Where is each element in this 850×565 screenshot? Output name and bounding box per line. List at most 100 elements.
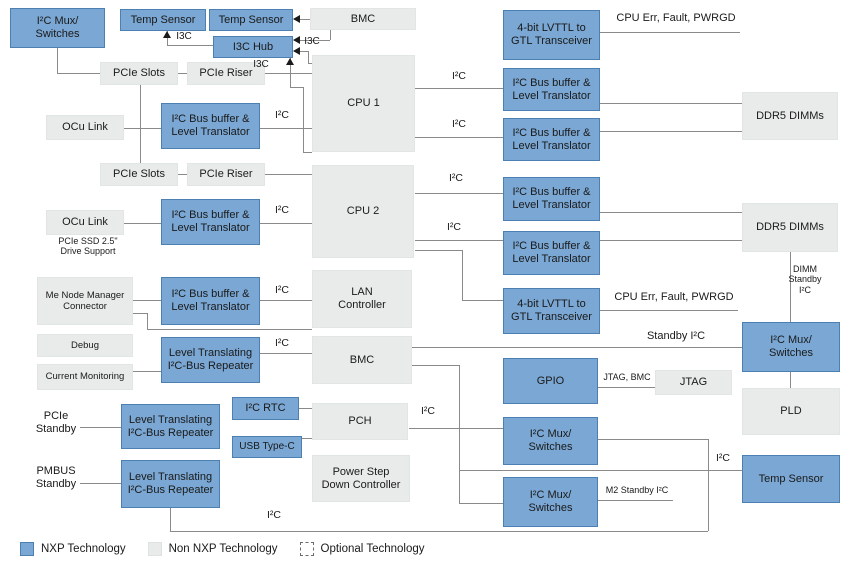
legend-item-optional: Optional Technology: [299, 542, 425, 556]
i2c-bus-buffer-right-1: I²C Bus buffer & Level Translator: [503, 68, 600, 111]
dimm-standby-i2c-label: DIMM Standby I²C: [788, 264, 822, 295]
wire-segment: [330, 30, 331, 40]
i2c-label-right-3: I²C: [449, 172, 463, 184]
wire-segment: [124, 223, 161, 224]
i2c-label-cpu1-left: I²C: [275, 109, 289, 121]
wire-segment: [265, 174, 312, 175]
level-translating-repeater-1: Level Translating I²C-Bus Repeater: [161, 337, 260, 383]
cpu-err-label-2: CPU Err, Fault, PWRGD: [614, 291, 734, 303]
i2c-label-bmc: I²C: [275, 337, 289, 349]
wire-segment: [167, 31, 168, 45]
legend-label-optional: Optional Technology: [320, 543, 425, 555]
wire-segment: [178, 73, 187, 74]
legend-item-nxp: NXP Technology: [20, 542, 126, 556]
gtl-transceiver-2: 4-bit LVTTL to GTL Transceiver: [503, 288, 600, 334]
pcie-slots-2: PCIe Slots: [100, 163, 178, 186]
cpu-2: CPU 2: [312, 165, 414, 258]
wire-segment: [303, 152, 312, 153]
debug: Debug: [37, 334, 133, 357]
wire-segment: [600, 240, 742, 241]
wire-segment: [462, 250, 463, 300]
temp-sensor-1: Temp Sensor: [120, 9, 206, 31]
i2c-mux-switches-right: I²C Mux/ Switches: [742, 322, 840, 372]
wire-segment: [290, 58, 291, 73]
i2c-mux-switches-center-2: I²C Mux/ Switches: [503, 477, 598, 527]
wire-segment: [415, 193, 503, 194]
wire-segment: [294, 51, 308, 52]
temp-sensor-3: Temp Sensor: [742, 455, 840, 503]
i2c-bus-buffer-right-2: I²C Bus buffer & Level Translator: [503, 118, 600, 161]
bmc-top: BMC: [310, 8, 416, 30]
legend-item-non-nxp: Non NXP Technology: [147, 542, 278, 556]
legend-label-non-nxp: Non NXP Technology: [168, 543, 278, 555]
wire-segment: [294, 19, 310, 20]
wire-segment: [598, 439, 708, 440]
wire-segment: [260, 223, 312, 224]
wire-segment: [140, 85, 141, 163]
wire-segment: [708, 439, 709, 531]
i2c-label-temp3: I²C: [716, 452, 730, 464]
wire-segment: [600, 32, 740, 33]
i2c-label-pch: I²C: [421, 405, 435, 417]
wire-segment: [302, 438, 312, 439]
i3c-label-riser: I3C: [253, 59, 269, 70]
wire-segment: [790, 372, 791, 388]
wire-segment: [415, 240, 503, 241]
gpio: GPIO: [503, 358, 598, 404]
i3c-hub: I3C Hub: [213, 36, 293, 58]
wire-segment: [790, 252, 791, 322]
m2-standby-i2c-label: M2 Standby I²C: [605, 485, 669, 495]
i2c-bus-buffer-left-1: I²C Bus buffer & Level Translator: [161, 103, 260, 149]
wire-segment: [290, 87, 303, 88]
jtag-bmc-label: JTAG, BMC: [603, 372, 651, 382]
wire-segment: [598, 500, 673, 501]
i2c-bus-buffer-right-3: I²C Bus buffer & Level Translator: [503, 177, 600, 221]
ddr5-dimms-1: DDR5 DIMMs: [742, 92, 838, 140]
wire-segment: [178, 174, 187, 175]
wire-segment: [80, 427, 121, 428]
wire-segment: [167, 45, 213, 46]
wire-segment: [415, 88, 503, 89]
i2c-bus-buffer-left-2: I²C Bus buffer & Level Translator: [161, 199, 260, 245]
i2c-label-cpu2-left: I²C: [275, 204, 289, 216]
i3c-label-temp: I3C: [176, 31, 192, 42]
i2c-mux-switches-top-left: I²C Mux/ Switches: [10, 8, 105, 48]
wire-segment: [57, 73, 100, 74]
ocu-link-2: OCu Link: [46, 210, 124, 235]
wire-segment: [308, 51, 309, 63]
pmbus-standby-label: PMBUS Standby: [35, 465, 77, 490]
ddr5-dimms-2: DDR5 DIMMs: [742, 203, 838, 252]
wire-segment: [299, 408, 312, 409]
wire-segment: [412, 365, 459, 366]
wire-segment: [170, 508, 171, 531]
wire-segment: [459, 503, 503, 504]
wire-segment: [459, 365, 460, 503]
ocu-link-1: OCu Link: [46, 115, 124, 140]
cpu-err-label-1: CPU Err, Fault, PWRGD: [616, 12, 736, 24]
i2c-label-bottom-bus: I²C: [267, 509, 281, 521]
wire-segment: [260, 353, 312, 354]
wire-segment: [600, 310, 738, 311]
i2c-rtc: I²C RTC: [232, 397, 299, 420]
non-nxp-swatch-icon: [147, 542, 162, 556]
pch: PCH: [312, 403, 408, 440]
usb-type-c: USB Type-C: [232, 436, 302, 458]
wire-segment: [600, 212, 742, 213]
arrowhead-left-icon: [293, 36, 300, 44]
wire-segment: [133, 300, 161, 301]
bmc-center: BMC: [312, 336, 412, 384]
wire-segment: [147, 329, 312, 330]
cpu-1: CPU 1: [312, 55, 415, 152]
wire-segment: [147, 313, 148, 329]
wire-segment: [260, 128, 312, 129]
pcie-slots-1: PCIe Slots: [100, 62, 178, 85]
jtag: JTAG: [655, 370, 732, 395]
arrowhead-left-icon: [293, 47, 300, 55]
wire-segment: [409, 428, 503, 429]
wire-segment: [600, 103, 742, 104]
pcie-riser-1: PCIe Riser: [187, 62, 265, 85]
current-monitoring: Current Monitoring: [37, 364, 133, 390]
wire-segment: [80, 483, 121, 484]
level-translating-repeater-3: Level Translating I²C-Bus Repeater: [121, 460, 220, 508]
